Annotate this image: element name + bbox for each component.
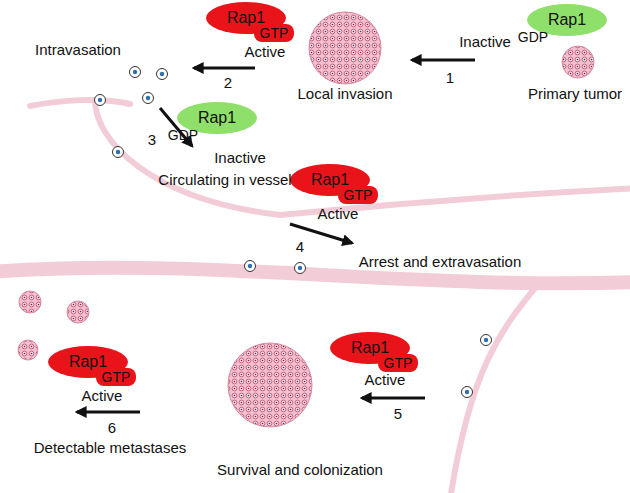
step-number: 6 <box>108 420 116 437</box>
step-number: 5 <box>394 406 402 423</box>
stage-label: Active <box>318 206 359 223</box>
protein-name: Rap1 <box>548 12 586 28</box>
active-rap1-badge: Rap1GTP <box>48 346 144 388</box>
stage-label: Primary tumor <box>528 86 622 103</box>
nucleotide-label: GTP <box>260 26 289 40</box>
inactive-rap1-badge: Rap1GDP <box>515 4 611 46</box>
protein-name: Rap1 <box>198 110 236 126</box>
inactive-rap1-badge: Rap1GDP <box>165 102 261 144</box>
step-arrow <box>77 60 475 412</box>
nucleotide-label: GDP <box>518 30 548 44</box>
stage-label: Inactive <box>214 150 266 167</box>
stage-label: Active <box>82 388 123 405</box>
protein-name: Rap1 <box>311 172 349 188</box>
stage-label: Arrest and extravasation <box>359 254 522 271</box>
active-rap1-badge: Rap1GTP <box>206 2 302 44</box>
step-number: 2 <box>224 75 232 92</box>
tumor-cell <box>95 67 492 398</box>
nucleotide-label: GTP <box>344 188 373 202</box>
step-number: 1 <box>446 70 454 87</box>
protein-name: Rap1 <box>69 354 107 370</box>
tumor <box>18 12 594 427</box>
stage-label: Detectable metastases <box>34 440 187 457</box>
active-rap1-badge: Rap1GTP <box>330 332 426 374</box>
stage-label: Local invasion <box>297 86 392 103</box>
blood-vessel <box>0 100 630 493</box>
nucleotide-label: GTP <box>102 370 131 384</box>
stage-label: Active <box>365 372 406 389</box>
active-rap1-badge: Rap1GTP <box>290 164 386 206</box>
stage-label: Intravasation <box>35 42 121 59</box>
nucleotide-label: GTP <box>384 356 413 370</box>
stage-label: Circulating in vessel <box>158 172 291 189</box>
stage-label: Inactive <box>459 34 511 51</box>
stage-label: Survival and colonization <box>217 462 383 479</box>
nucleotide-label: GDP <box>168 128 198 142</box>
protein-name: Rap1 <box>351 340 389 356</box>
step-number: 3 <box>148 132 156 149</box>
stage-label: Active <box>245 44 286 61</box>
step-number: 4 <box>296 239 304 256</box>
protein-name: Rap1 <box>227 10 265 26</box>
